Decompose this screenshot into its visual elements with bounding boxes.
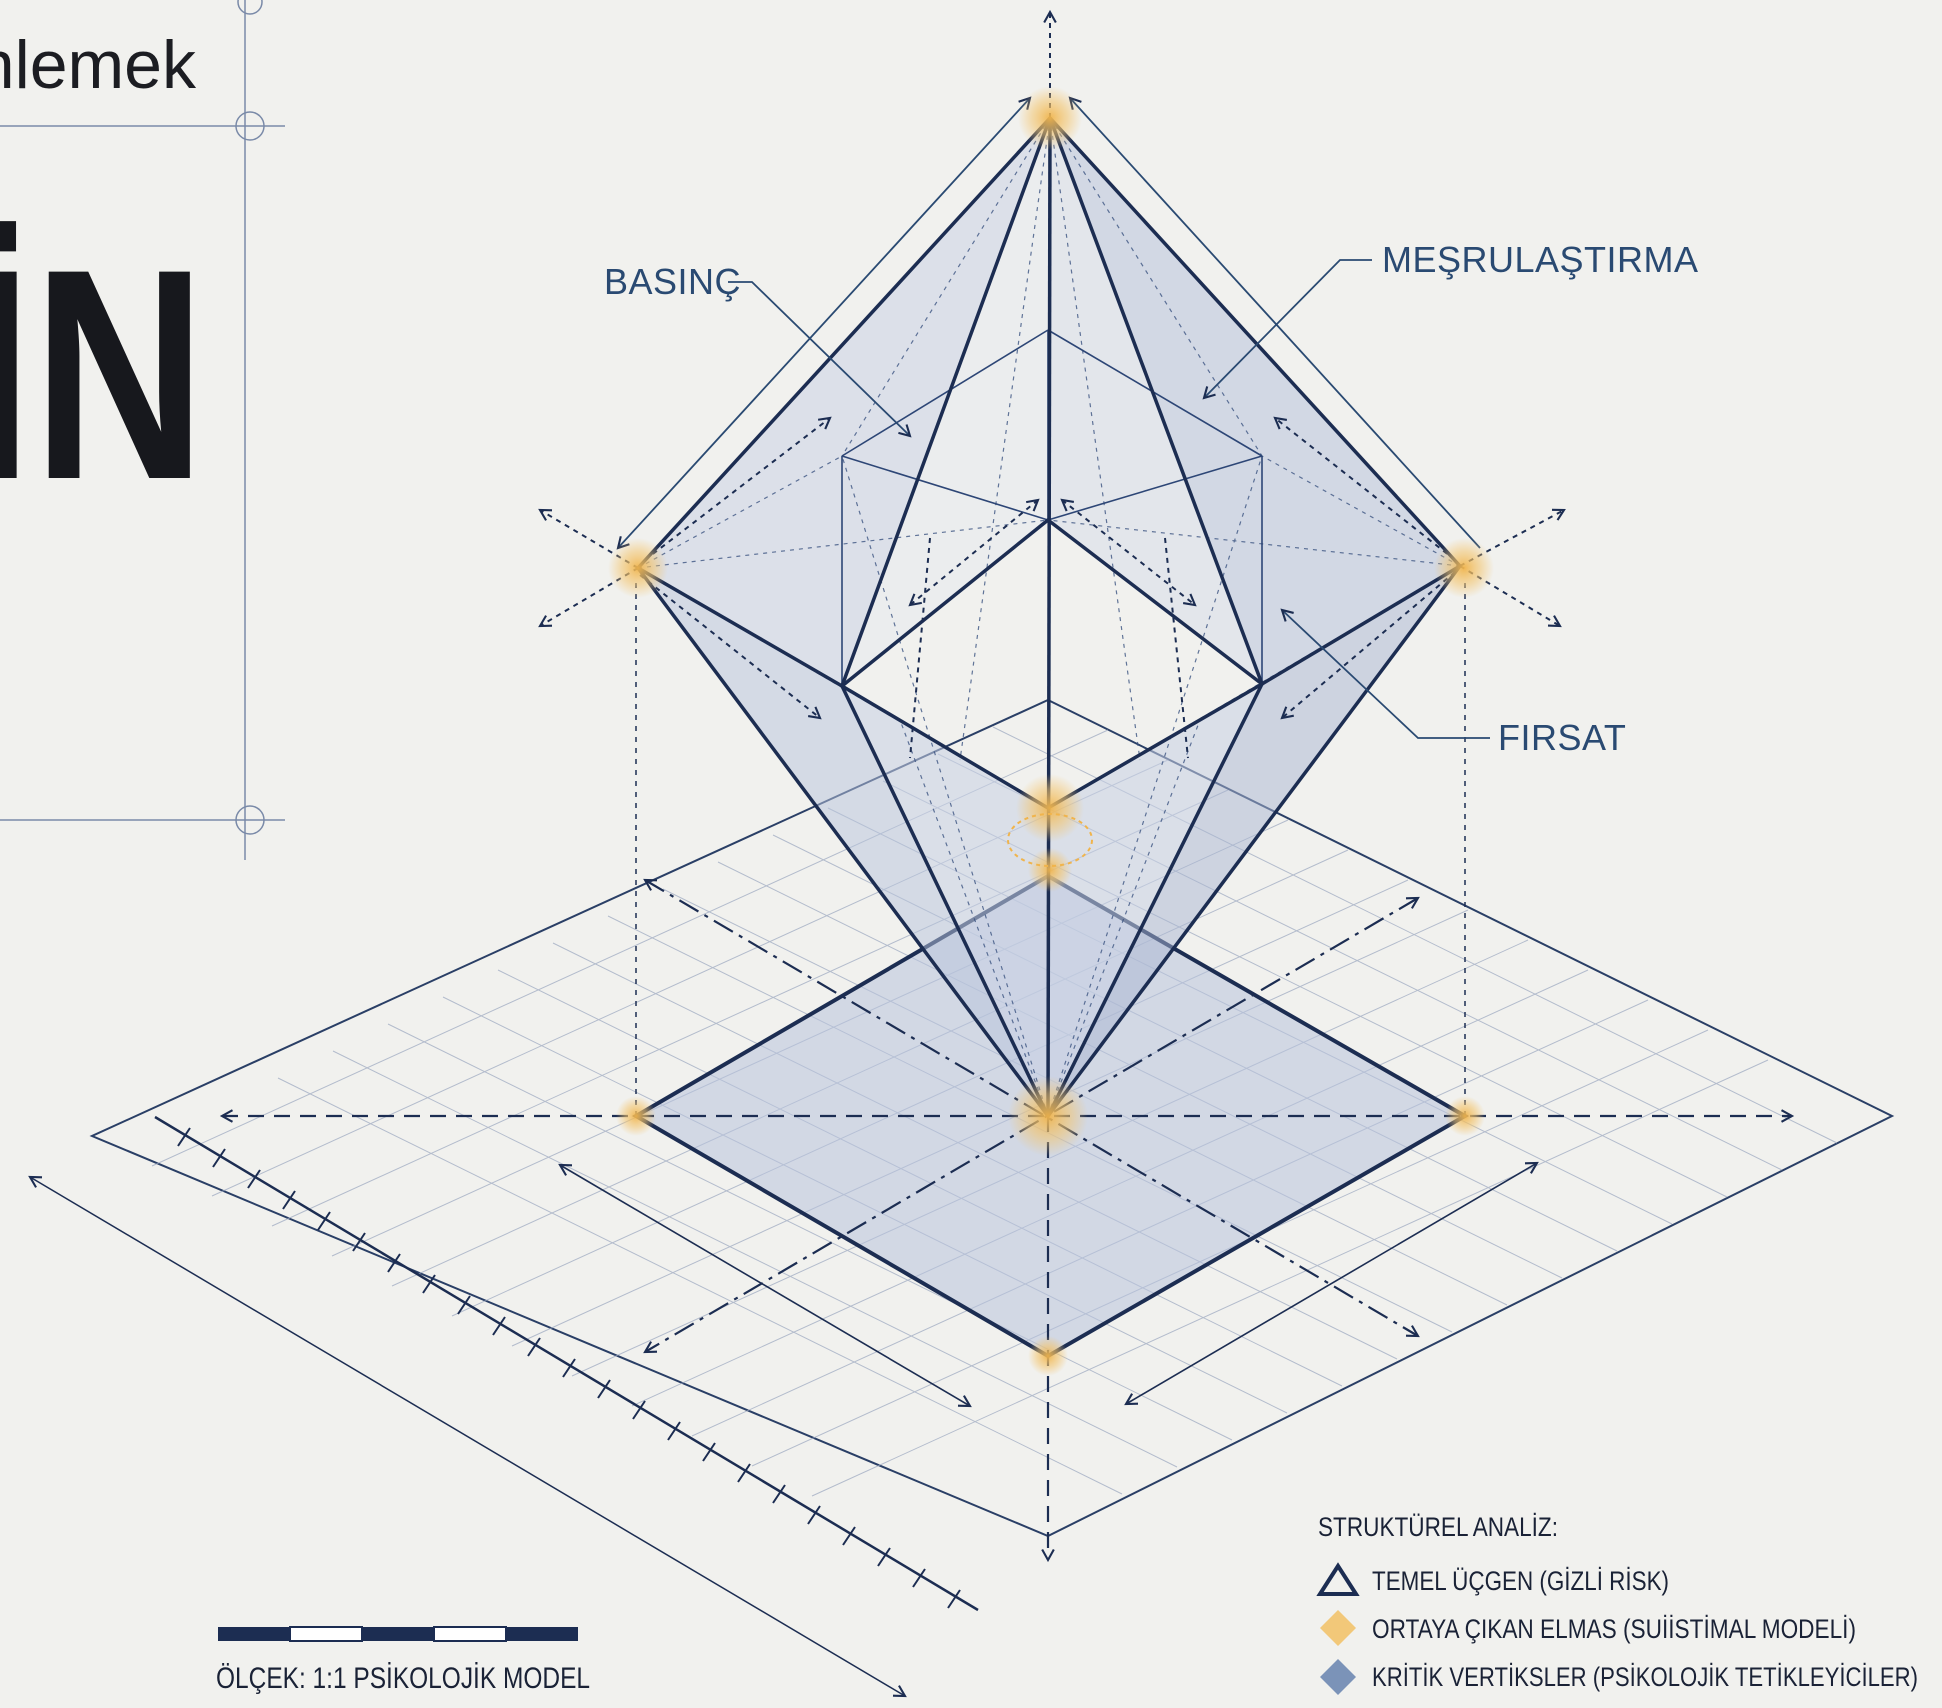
legend-item-label: TEMEL ÜÇGEN (GİZLİ RİSK) (1372, 1565, 1669, 1596)
label-opportunity: FIRSAT (1498, 717, 1626, 758)
vertex-base-left (616, 1096, 656, 1136)
legend-item-label: KRİTİK VERTİKSLER (PSİKOLOJİK TETİKLEYİC… (1372, 1661, 1918, 1692)
diamond-blue-icon (1320, 1659, 1356, 1695)
title-fragment: İN (0, 206, 206, 542)
legend-heading: STRUKTÜREL ANALİZ: (1318, 1511, 1558, 1542)
vertex-base-right (1445, 1096, 1485, 1136)
triangle-outline-icon (1316, 1562, 1360, 1596)
vertex-apex (1018, 86, 1082, 150)
subtitle-fragment: nlemek (0, 27, 197, 103)
label-rationalization: MEŞRULAŞTIRMA (1382, 239, 1699, 280)
vertex-markers (608, 86, 1494, 1376)
vertex-center (1016, 774, 1084, 842)
vertex-center-lower (1028, 848, 1072, 892)
vertex-arrows (538, 9, 1566, 759)
scale-label: ÖLÇEK: 1:1 PSİKOLOJİK MODEL (216, 1662, 590, 1695)
vertex-right (1434, 538, 1494, 598)
label-pressure: BASINÇ (604, 261, 741, 302)
callout-pressure: BASINÇ (604, 261, 912, 438)
legend-item-label: ORTAYA ÇIKAN ELMAS (SUİİSTİMAL MODELİ) (1372, 1613, 1856, 1644)
scale-bar (218, 1626, 578, 1642)
callout-rationalization: MEŞRULAŞTIRMA (1202, 239, 1699, 400)
legend: STRUKTÜREL ANALİZ: TEMEL ÜÇGEN (GİZLİ Rİ… (1316, 1511, 1918, 1695)
diamond-orange-icon (1320, 1610, 1356, 1646)
vertex-left (608, 538, 668, 598)
callout-opportunity: FIRSAT (1280, 608, 1626, 758)
vertex-base-front (1028, 1336, 1068, 1376)
title-frame (0, 0, 285, 860)
vertex-bottom (1008, 1076, 1088, 1156)
